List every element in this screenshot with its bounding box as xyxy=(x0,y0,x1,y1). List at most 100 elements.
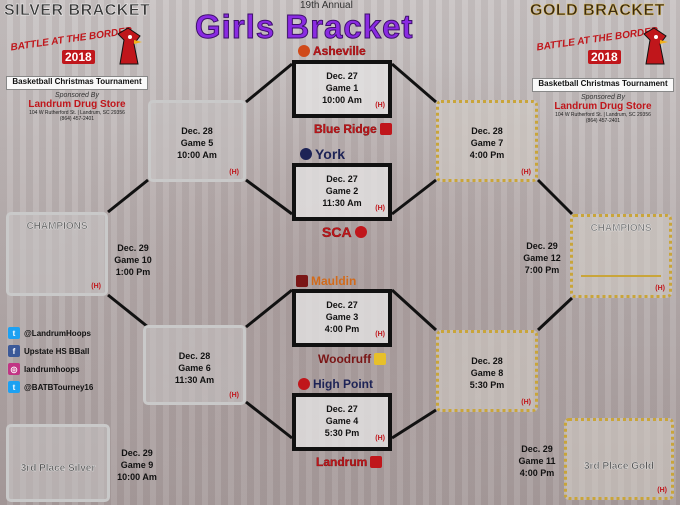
game-3-home: (H) xyxy=(375,331,385,338)
game-11-info: Dec. 29 Game 11 4:00 Pm xyxy=(510,443,564,479)
cardinal-mascot-icon xyxy=(640,26,668,66)
game-10-time: 1:00 Pm xyxy=(115,267,151,277)
team-landrum-name: Landrum xyxy=(316,455,368,469)
game-1-number: Game 1 xyxy=(325,83,359,93)
game-8-time: 5:30 Pm xyxy=(469,380,505,390)
mauldin-logo-icon xyxy=(296,275,308,287)
social-twitter-1[interactable]: t @LandrumHoops xyxy=(8,327,91,339)
team-landrum: Landrum xyxy=(316,455,383,469)
game-5-date: Dec. 28 xyxy=(181,126,213,136)
game-10-home: (H) xyxy=(91,283,101,290)
game-8-date: Dec. 28 xyxy=(471,356,503,366)
event-logo-year: 2018 xyxy=(62,50,95,64)
game-12-number: Game 12 xyxy=(523,253,561,263)
game-12-time: 7:00 Pm xyxy=(524,265,560,275)
social-facebook[interactable]: f Upstate HS BBall xyxy=(8,345,89,357)
asheville-logo-icon xyxy=(298,45,310,57)
team-asheville: Asheville xyxy=(298,44,366,58)
cardinal-mascot-icon xyxy=(114,26,142,66)
game-2-number: Game 2 xyxy=(325,186,359,196)
sponsor-name: Landrum Drug Store xyxy=(28,99,126,110)
team-blue-ridge: Blue Ridge xyxy=(314,122,392,136)
silver-event-subtitle: Basketball Christmas Tournament xyxy=(6,76,148,90)
team-high-point-name: High Point xyxy=(313,377,373,391)
social-facebook-text: Upstate HS BBall xyxy=(24,346,90,356)
silver-champions-box: CHAMPIONS (H) xyxy=(6,212,108,296)
game-1-time: 10:00 Am xyxy=(322,95,362,105)
team-mauldin: Mauldin xyxy=(296,274,356,288)
silver-bracket-title: SILVER BRACKET xyxy=(4,2,151,19)
game-10-number: Game 10 xyxy=(114,255,152,265)
game-7-home: (H) xyxy=(521,169,531,176)
game-1-date: Dec. 27 xyxy=(326,71,358,81)
game-8-number: Game 8 xyxy=(470,368,504,378)
silver-event-logo: BATTLE AT THE BORDER 2018 xyxy=(6,22,146,74)
game-6-number: Game 6 xyxy=(178,363,211,373)
blue-ridge-logo-icon xyxy=(379,123,392,135)
game-7-date: Dec. 28 xyxy=(471,126,503,136)
sponsored-by-label: Sponsored By xyxy=(55,92,99,99)
sponsored-by-label: Sponsored By xyxy=(581,94,625,101)
gold-sponsor: Sponsored By Landrum Drug Store 104 W Ru… xyxy=(532,94,674,124)
game-6-date: Dec. 28 xyxy=(178,351,211,361)
team-woodruff-name: Woodruff xyxy=(318,352,372,366)
game-12-home: (H) xyxy=(655,285,665,292)
game-4-time: 5:30 Pm xyxy=(324,428,360,438)
game-5-home: (H) xyxy=(229,169,239,176)
game-2-box: Dec. 27 Game 2 11:30 Am (H) xyxy=(292,163,392,221)
team-blue-ridge-name: Blue Ridge xyxy=(314,122,377,136)
event-logo-year: 2018 xyxy=(588,50,621,64)
team-sca: SCA xyxy=(322,224,367,240)
third-place-silver-box: 3rd Place Silver xyxy=(6,424,110,502)
game-2-home: (H) xyxy=(375,205,385,212)
team-woodruff: Woodruff xyxy=(318,352,387,366)
third-place-silver-label: 3rd Place Silver xyxy=(20,463,96,474)
game-5-time: 10:00 Am xyxy=(177,150,217,160)
game-7-number: Game 7 xyxy=(470,138,504,148)
silver-champions-label: CHAMPIONS xyxy=(26,221,88,232)
gold-champions-label: CHAMPIONS xyxy=(590,223,652,234)
game-3-number: Game 3 xyxy=(325,312,359,322)
sponsor-phone: (864) 457-2401 xyxy=(59,116,95,122)
game-1-box: Dec. 27 Game 1 10:00 Am (H) xyxy=(292,60,392,118)
annual-label: 19th Annual xyxy=(300,0,353,11)
page-title: Girls Bracket xyxy=(194,8,414,46)
sponsor-name: Landrum Drug Store xyxy=(554,101,652,112)
woodruff-logo-icon xyxy=(374,353,387,365)
sponsor-address: 104 W Rutherford St. | Landrum, SC 29356 xyxy=(29,110,125,116)
game-7-time: 4:00 Pm xyxy=(469,150,505,160)
game-10-info: Dec. 29 Game 10 1:00 Pm xyxy=(108,242,158,278)
gold-champion-line xyxy=(581,275,661,277)
game-4-number: Game 4 xyxy=(325,416,359,426)
gold-champions-box: CHAMPIONS (H) xyxy=(570,214,672,298)
social-twitter-2[interactable]: t @BATBTourney16 xyxy=(8,381,93,393)
game-4-box: Dec. 27 Game 4 5:30 Pm (H) xyxy=(292,393,392,451)
york-logo-icon xyxy=(300,148,312,160)
game-12-date: Dec. 29 xyxy=(526,241,558,251)
third-place-gold-label: 3rd Place Gold xyxy=(583,461,655,472)
team-high-point: High Point xyxy=(298,377,373,391)
team-york: York xyxy=(300,146,345,162)
game-6-box: Dec. 28 Game 6 11:30 Am (H) xyxy=(143,325,246,405)
social-instagram[interactable]: ◎ landrumhoops xyxy=(8,363,80,375)
sponsor-address: 104 W Rutherford St. | Landrum, SC 29356 xyxy=(555,112,651,118)
game-5-number: Game 5 xyxy=(180,138,214,148)
game-4-date: Dec. 27 xyxy=(326,404,358,414)
game-11-number: Game 11 xyxy=(518,456,556,466)
sponsor-phone: (864) 457-2401 xyxy=(585,118,621,124)
social-twitter-2-text: @BATBTourney16 xyxy=(24,382,94,392)
team-sca-name: SCA xyxy=(322,224,352,240)
third-place-gold-box: 3rd Place Gold (H) xyxy=(564,418,674,500)
team-mauldin-name: Mauldin xyxy=(311,274,357,288)
game-9-info: Dec. 29 Game 9 10:00 Am xyxy=(112,447,162,483)
game-7-box: Dec. 28 Game 7 4:00 Pm (H) xyxy=(436,100,538,182)
gold-bracket-title: GOLD BRACKET xyxy=(530,2,665,20)
game-11-time: 4:00 Pm xyxy=(519,468,555,478)
game-5-box: Dec. 28 Game 5 10:00 Am (H) xyxy=(148,100,246,182)
high-point-logo-icon xyxy=(298,378,310,390)
game-11-date: Dec. 29 xyxy=(521,444,553,454)
game-9-date: Dec. 29 xyxy=(121,448,153,458)
team-asheville-name: Asheville xyxy=(313,44,366,58)
